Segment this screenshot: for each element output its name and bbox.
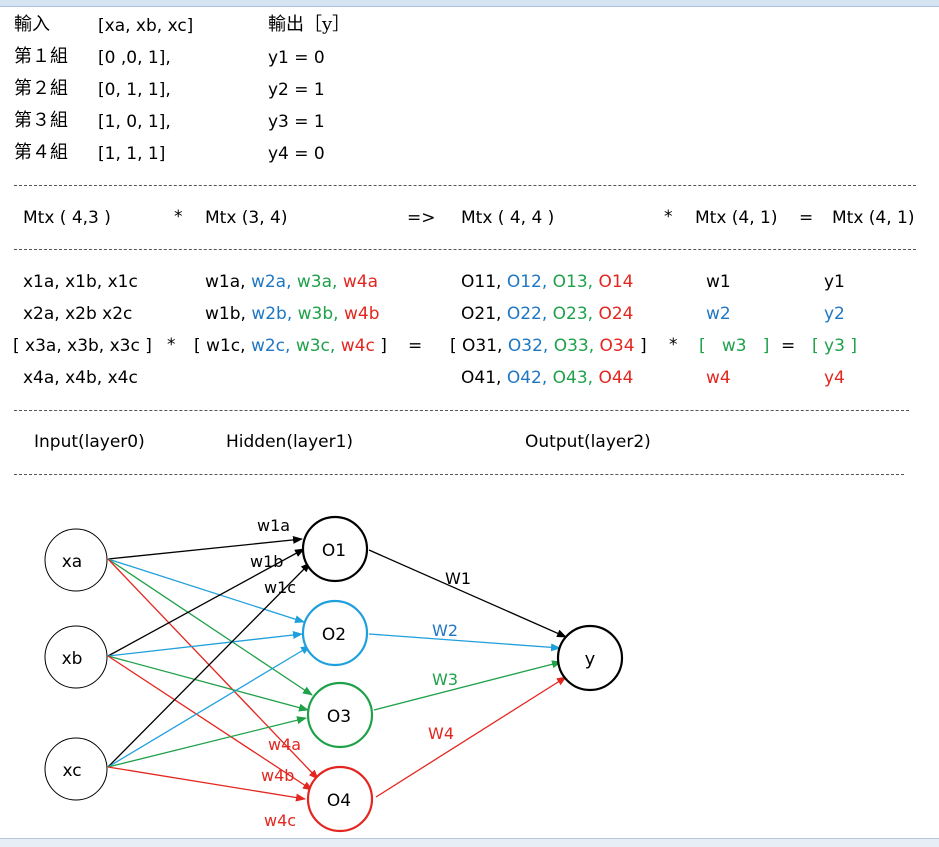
edge-xc-o4	[107, 766, 306, 802]
row-output-2: y2 = 1	[268, 80, 325, 100]
yvec-2: y2	[824, 304, 845, 324]
header-output-label: 輸出［y］	[268, 14, 351, 35]
edge-o3-y	[373, 660, 562, 711]
w-row-3: [ w1c, w2c, w3c, w4c ]	[194, 336, 387, 356]
wvec-4: w4	[706, 368, 731, 388]
o-row-2: O21, O22, O23, O24	[461, 304, 634, 324]
node-label-xa: xa	[62, 552, 82, 572]
edge-xa-o2	[107, 558, 305, 624]
edge-xb-o2	[107, 631, 303, 657]
edge-xc-o2	[107, 645, 311, 768]
node-xa	[44, 528, 108, 592]
row-input-2: [0, 1, 1],	[98, 80, 171, 100]
weight-label-W4: W4	[428, 724, 454, 743]
matrix-op-eq-2: =	[781, 336, 796, 356]
row-input-4: [1, 1, 1]	[98, 144, 166, 164]
divider-3	[14, 410, 909, 411]
node-label-y: y	[585, 649, 596, 670]
divider-1	[14, 185, 916, 186]
mtx-dim-wvec: Mtx (4, 1)	[695, 208, 778, 228]
node-o4	[306, 765, 374, 833]
x-row-1: x1a, x1b, x1c	[23, 272, 138, 292]
node-xb	[44, 625, 108, 689]
wvec-1: w1	[706, 272, 731, 292]
edge-xa-o4	[107, 558, 319, 780]
node-label-xc: xc	[62, 761, 81, 781]
row-label-1: 第１組	[14, 46, 68, 67]
row-output-4: y4 = 0	[268, 144, 325, 164]
edge-o4-y	[375, 676, 567, 798]
weight-label-w4a: w4a	[268, 735, 301, 754]
row-output-3: y3 = 1	[268, 112, 325, 132]
yvec-3: [ y3 ]	[812, 336, 857, 356]
weight-label-W1: W1	[445, 569, 471, 588]
mtx-dim-o: Mtx ( 4, 4 )	[461, 208, 555, 228]
edge-xa-o3	[107, 558, 313, 696]
matrix-op-mult-2: *	[669, 335, 678, 355]
weight-label-w1b: w1b	[250, 552, 283, 571]
divider-4	[14, 474, 904, 475]
yvec-4: y4	[824, 368, 845, 388]
row-label-3: 第３組	[14, 110, 68, 131]
w-row-1: w1a, w2a, w3a, w4a	[205, 272, 378, 292]
node-label-o3: O3	[327, 707, 351, 727]
node-o3	[306, 681, 374, 749]
row-label-4: 第４組	[14, 142, 68, 163]
node-o1	[301, 515, 369, 583]
row-label-2: 第２組	[14, 78, 68, 99]
layer-output-label: Output(layer2)	[525, 432, 651, 452]
node-o2	[301, 599, 369, 667]
window-top-frame	[0, 0, 939, 7]
edge-xb-o4	[107, 655, 313, 791]
edge-xc-o3	[107, 716, 307, 768]
weight-label-w1c: w1c	[264, 578, 296, 597]
w-row-2: w1b, w2b, w3b, w4b	[205, 304, 380, 324]
x-row-3: [ x3a, x3b, x3c ]	[13, 336, 152, 356]
edge-xb-o3	[107, 655, 309, 712]
header-input-vector: [xa, xb, xc]	[98, 16, 194, 36]
edge-o2-y	[368, 633, 561, 652]
weight-label-w4c: w4c	[264, 811, 296, 830]
mtx-op-mult-1: *	[174, 207, 183, 227]
row-input-1: [0 ,0, 1],	[98, 48, 171, 68]
weight-label-W2: W2	[432, 621, 458, 640]
layer-hidden-label: Hidden(layer1)	[226, 432, 354, 452]
yvec-1: y1	[824, 272, 845, 292]
wvec-3: [ w3 ]	[699, 336, 770, 356]
header-input-label: 輸入	[14, 14, 50, 35]
x-row-4: x4a, x4b, x4c	[23, 368, 138, 388]
weight-label-w4b: w4b	[261, 766, 294, 785]
node-y	[556, 624, 624, 692]
edge-xc-o1	[107, 562, 311, 768]
o-row-4: O41, O42, O43, O44	[461, 368, 634, 388]
node-label-o1: O1	[322, 541, 346, 561]
matrix-op-mult: *	[167, 335, 176, 355]
o-row-3: [ O31, O32, O33, O34 ]	[450, 336, 647, 356]
x-row-2: x2a, x2b x2c	[23, 304, 133, 324]
window-bottom-frame	[0, 838, 939, 847]
matrix-op-eq: =	[408, 336, 423, 356]
row-input-3: [1, 0, 1],	[98, 112, 171, 132]
divider-2	[14, 249, 916, 250]
row-output-1: y1 = 0	[268, 48, 325, 68]
node-label-xb: xb	[62, 649, 83, 669]
wvec-2: w2	[706, 304, 731, 324]
mtx-arrow: =>	[407, 208, 436, 228]
node-label-o4: O4	[327, 791, 351, 811]
edge-o1-y	[368, 549, 567, 638]
node-xc	[44, 737, 108, 801]
node-label-o2: O2	[322, 625, 346, 645]
layer-input-label: Input(layer0)	[34, 432, 145, 452]
mtx-eq: =	[799, 208, 814, 228]
mtx-op-mult-2: *	[664, 207, 673, 227]
weight-label-W3: W3	[432, 670, 458, 689]
edge-xa-o1	[107, 535, 303, 560]
mtx-dim-y: Mtx (4, 1)	[832, 208, 915, 228]
weight-label-w1a: w1a	[257, 516, 290, 535]
edge-xb-o1	[107, 548, 305, 657]
mtx-dim-x: Mtx ( 4,3 )	[23, 208, 111, 228]
o-row-1: O11, O12, O13, O14	[461, 272, 634, 292]
mtx-dim-w: Mtx (3, 4)	[205, 208, 288, 228]
